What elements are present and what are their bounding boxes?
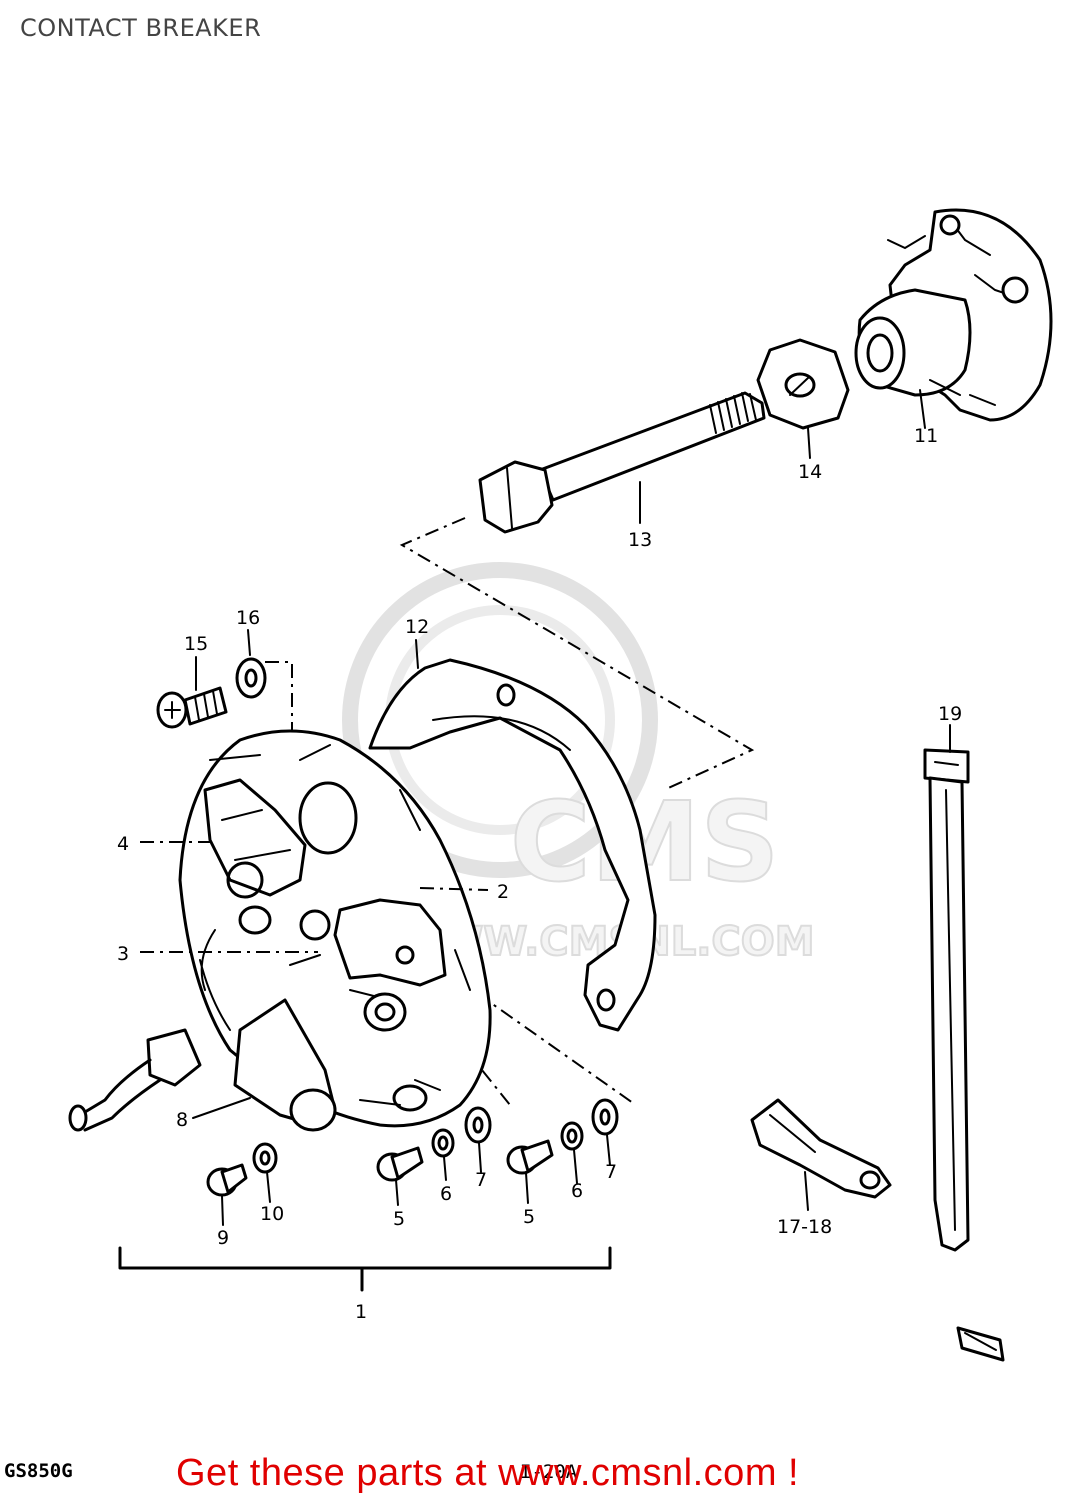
callout-9: 9: [217, 1227, 229, 1249]
footer-link[interactable]: Get these parts at www.cmsnl.com !: [176, 1452, 800, 1494]
callout-5b: 5: [523, 1206, 535, 1228]
callout-16: 16: [236, 607, 260, 629]
part-3-contact-points: [289, 898, 447, 1032]
callout-15: 15: [184, 633, 208, 655]
callout-10: 10: [260, 1203, 284, 1225]
callout-1: 1: [355, 1301, 367, 1323]
callout-12: 12: [405, 616, 429, 638]
callout-17-18: 17-18: [777, 1216, 832, 1238]
part-11-advancer: [854, 208, 1053, 422]
part-16-washer: [235, 657, 267, 699]
callout-8: 8: [176, 1109, 188, 1131]
page-number: I-20A: [520, 1461, 578, 1483]
callout-14: 14: [798, 461, 822, 483]
page-title: CONTACT BREAKER: [20, 14, 262, 42]
callout-3: 3: [117, 943, 129, 965]
callout-19: 19: [938, 703, 962, 725]
small-hardware: [206, 1098, 619, 1197]
callout-11: 11: [914, 425, 938, 447]
part-12-cover-plate: [368, 658, 657, 1032]
part-8-condenser: [68, 929, 337, 1132]
watermark-logo-text: CMS: [510, 778, 779, 906]
callout-13: 13: [628, 529, 652, 551]
callout-6b: 6: [571, 1180, 583, 1202]
part-17-18-clamp: [750, 1098, 892, 1199]
callout-2: 2: [497, 881, 509, 903]
part-15-screw: [156, 686, 228, 729]
assembly-bracket: [118, 1246, 612, 1292]
callout-6a: 6: [440, 1183, 452, 1205]
guide-line-left: [265, 661, 310, 791]
part-19-tie-strap: [923, 748, 970, 1252]
front-arrow-mark: [956, 1326, 1005, 1362]
part-13-bolt: [478, 391, 766, 534]
callout-7a: 7: [475, 1169, 487, 1191]
guide-line-top: [399, 517, 755, 791]
part-4-contact-points: [203, 778, 307, 935]
model-label: GS850G: [4, 1460, 73, 1482]
leader-lines: [140, 389, 951, 1226]
part-14-nut: [756, 338, 850, 430]
callout-5a: 5: [393, 1208, 405, 1230]
callout-4: 4: [117, 833, 129, 855]
callout-7b: 7: [605, 1161, 617, 1183]
